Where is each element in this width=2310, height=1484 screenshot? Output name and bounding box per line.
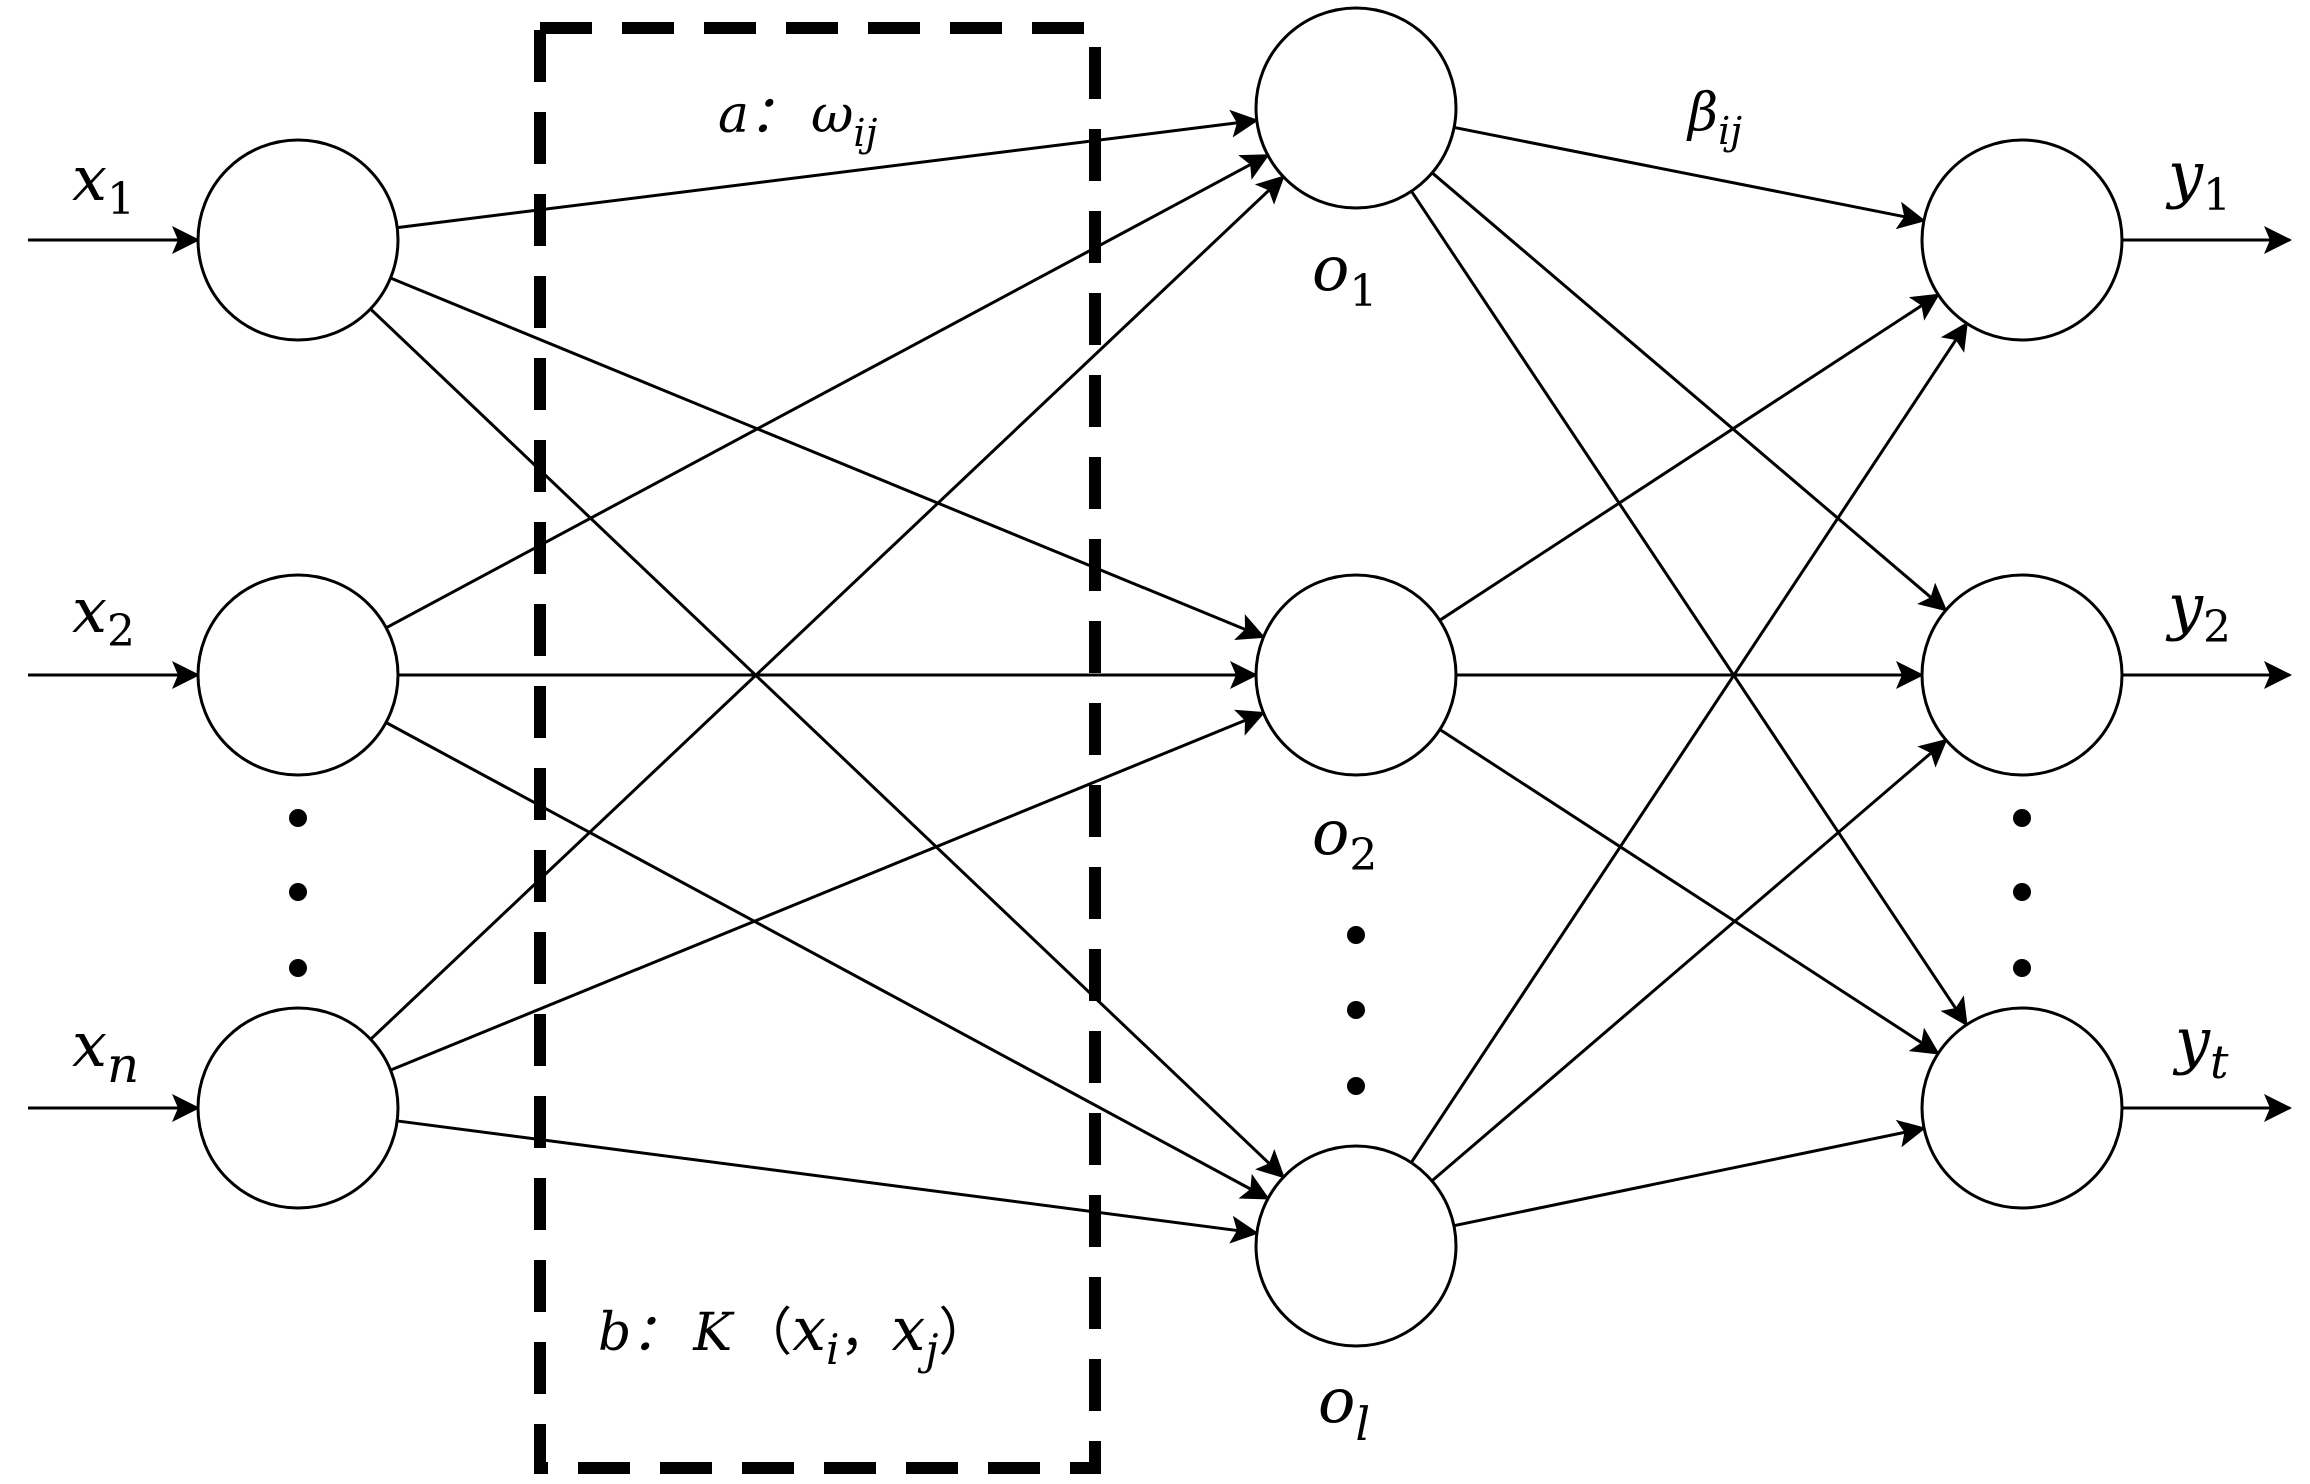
connection-edges: [369, 109, 1969, 1244]
node-ol: [1254, 1144, 1458, 1348]
node-o1: [1254, 6, 1458, 210]
node-x1: [196, 138, 400, 342]
hidden-output-weight-label: βij: [1686, 83, 1742, 153]
kernel-function-label: b：K（xi，xj）: [598, 1295, 990, 1374]
edge-hidden-o2-to-yt: [1439, 728, 1940, 1055]
edge-input-xn-to-o2: [389, 709, 1266, 1072]
kernel-dashed-box: [534, 22, 1101, 1474]
edge-hidden-o1-to-yt: [1410, 190, 1968, 1027]
nodes: [196, 6, 2124, 1348]
output-label-1: y1: [2165, 138, 2231, 221]
ellipsis-dot: [1347, 1001, 1365, 1019]
edge-input-x2-to-o1: [385, 153, 1270, 630]
ellipsis-dot: [289, 959, 307, 977]
ellipsis-dot: [2013, 883, 2031, 901]
edge-input-x1-to-o1: [397, 109, 1259, 230]
node-x2: [196, 573, 400, 777]
input-ellipsis: [289, 809, 307, 977]
node-yt: [1920, 1006, 2124, 1210]
edge-input-x1-to-ol: [369, 307, 1285, 1179]
hidden-label-2: o2: [1312, 796, 1377, 881]
ellipsis-dot: [289, 809, 307, 827]
hidden-ellipsis: [1347, 926, 1365, 1095]
edge-hidden-o2-to-y1: [1438, 293, 1940, 622]
ellipsis-dot: [1347, 1077, 1365, 1095]
ellipsis-dot: [1347, 926, 1365, 944]
input-label-1: x1: [72, 142, 135, 225]
edge-input-xn-to-o1: [369, 175, 1285, 1041]
hidden-label-l: ol: [1318, 1364, 1370, 1451]
hidden-label-1: o1: [1312, 232, 1377, 317]
ellipsis-dot: [2013, 959, 2031, 977]
edge-hidden-o1-to-y1: [1453, 125, 1926, 230]
output-label-2: y2: [2165, 570, 2231, 653]
output-ellipsis: [2013, 809, 2031, 977]
edge-input-x1-to-o2: [389, 276, 1266, 641]
edge-hidden-o1-to-y2: [1431, 171, 1948, 612]
io-arrows: [28, 226, 2292, 1122]
edge-hidden-ol-to-y1: [1409, 321, 1969, 1164]
node-o2: [1254, 573, 1458, 777]
node-y2: [1920, 573, 2124, 777]
edge-hidden-ol-to-yt: [1453, 1119, 1927, 1228]
edge-input-x2-to-ol: [385, 721, 1270, 1200]
edge-input-xn-to-ol: [396, 1119, 1259, 1244]
ellipsis-dot: [289, 883, 307, 901]
ellipsis-dots: [289, 809, 2031, 1095]
input-label-n: xn: [72, 1008, 139, 1094]
edge-hidden-ol-to-y2: [1430, 738, 1948, 1183]
ellipsis-dot: [2013, 809, 2031, 827]
output-label-t: yt: [2172, 1004, 2229, 1089]
input-label-2: x2: [72, 574, 135, 657]
input-hidden-weight-label: a：ωij: [718, 85, 878, 155]
node-y1: [1920, 138, 2124, 342]
node-xn: [196, 1006, 400, 1210]
